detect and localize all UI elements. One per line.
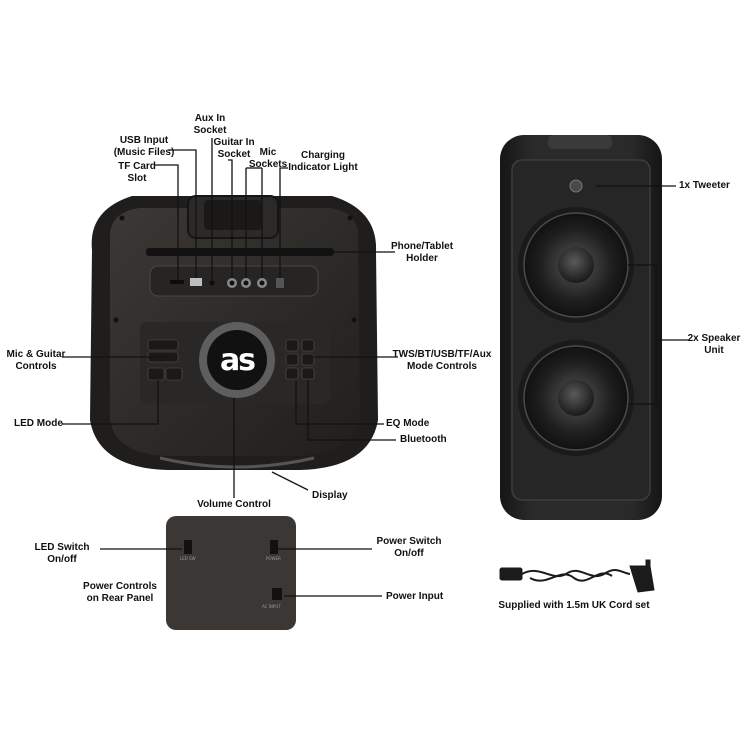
mode-buttons bbox=[285, 339, 315, 380]
label-tf-card: TF Card Slot bbox=[118, 161, 156, 184]
callout-lines bbox=[62, 138, 688, 597]
svg-text:POWER: POWER bbox=[266, 556, 281, 561]
label-charging-light: Charging Indicator Light bbox=[288, 150, 358, 173]
uk-plug bbox=[629, 565, 655, 593]
display-strip bbox=[159, 456, 315, 469]
label-power-switch: Power Switch On/off bbox=[376, 536, 442, 559]
charging-indicator bbox=[276, 278, 284, 288]
woofer-bottom bbox=[518, 340, 634, 456]
iec-connector bbox=[499, 567, 523, 581]
power-switch bbox=[270, 540, 278, 554]
svg-text:AC INPUT: AC INPUT bbox=[262, 604, 281, 609]
phone-holder-slot bbox=[146, 248, 334, 256]
rear-panel: LED SW POWER AC INPUT bbox=[166, 516, 296, 630]
usb-port bbox=[190, 278, 202, 286]
uk-power-cord bbox=[499, 559, 655, 593]
label-aux-in: Aux In Socket bbox=[193, 113, 227, 136]
label-guitar-in: Guitar In Socket bbox=[213, 137, 255, 160]
volume-knob bbox=[207, 330, 267, 390]
label-tweeter: 1x Tweeter bbox=[679, 180, 730, 191]
tweeter-icon bbox=[569, 179, 583, 193]
aux-socket bbox=[209, 280, 215, 286]
woofer-top bbox=[518, 207, 634, 323]
label-eq-mode: EQ Mode bbox=[386, 418, 430, 429]
led-switch bbox=[184, 540, 192, 554]
label-cord-set: Supplied with 1.5m UK Cord set bbox=[498, 600, 650, 611]
svg-text:LED SW: LED SW bbox=[180, 556, 196, 561]
tf-card-slot bbox=[170, 280, 184, 284]
label-mode-controls: TWS/BT/USB/TF/Aux Mode Controls bbox=[392, 349, 492, 372]
label-mic-sockets: Mic Sockets bbox=[248, 147, 288, 170]
label-usb-input: USB Input (Music Files) bbox=[113, 135, 175, 158]
label-volume-control: Volume Control bbox=[197, 499, 271, 510]
label-led-switch: LED Switch On/off bbox=[34, 542, 90, 565]
rear-panel-plate bbox=[166, 516, 296, 630]
top-view-speaker: as bbox=[90, 195, 378, 470]
label-speaker-unit: 2x Speaker Unit bbox=[687, 333, 741, 356]
label-phone-holder: Phone/Tablet Holder bbox=[390, 241, 454, 264]
label-power-controls-rear: Power Controls on Rear Panel bbox=[83, 581, 157, 604]
label-mic-guitar-controls: Mic & Guitar Controls bbox=[6, 349, 66, 372]
label-power-input: Power Input bbox=[386, 591, 444, 602]
power-input-socket bbox=[272, 588, 282, 600]
brand-logo: as bbox=[220, 343, 255, 378]
label-display: Display bbox=[312, 490, 348, 501]
label-bluetooth: Bluetooth bbox=[400, 434, 447, 445]
front-view-speaker bbox=[500, 135, 662, 520]
label-led-mode: LED Mode bbox=[14, 418, 63, 429]
